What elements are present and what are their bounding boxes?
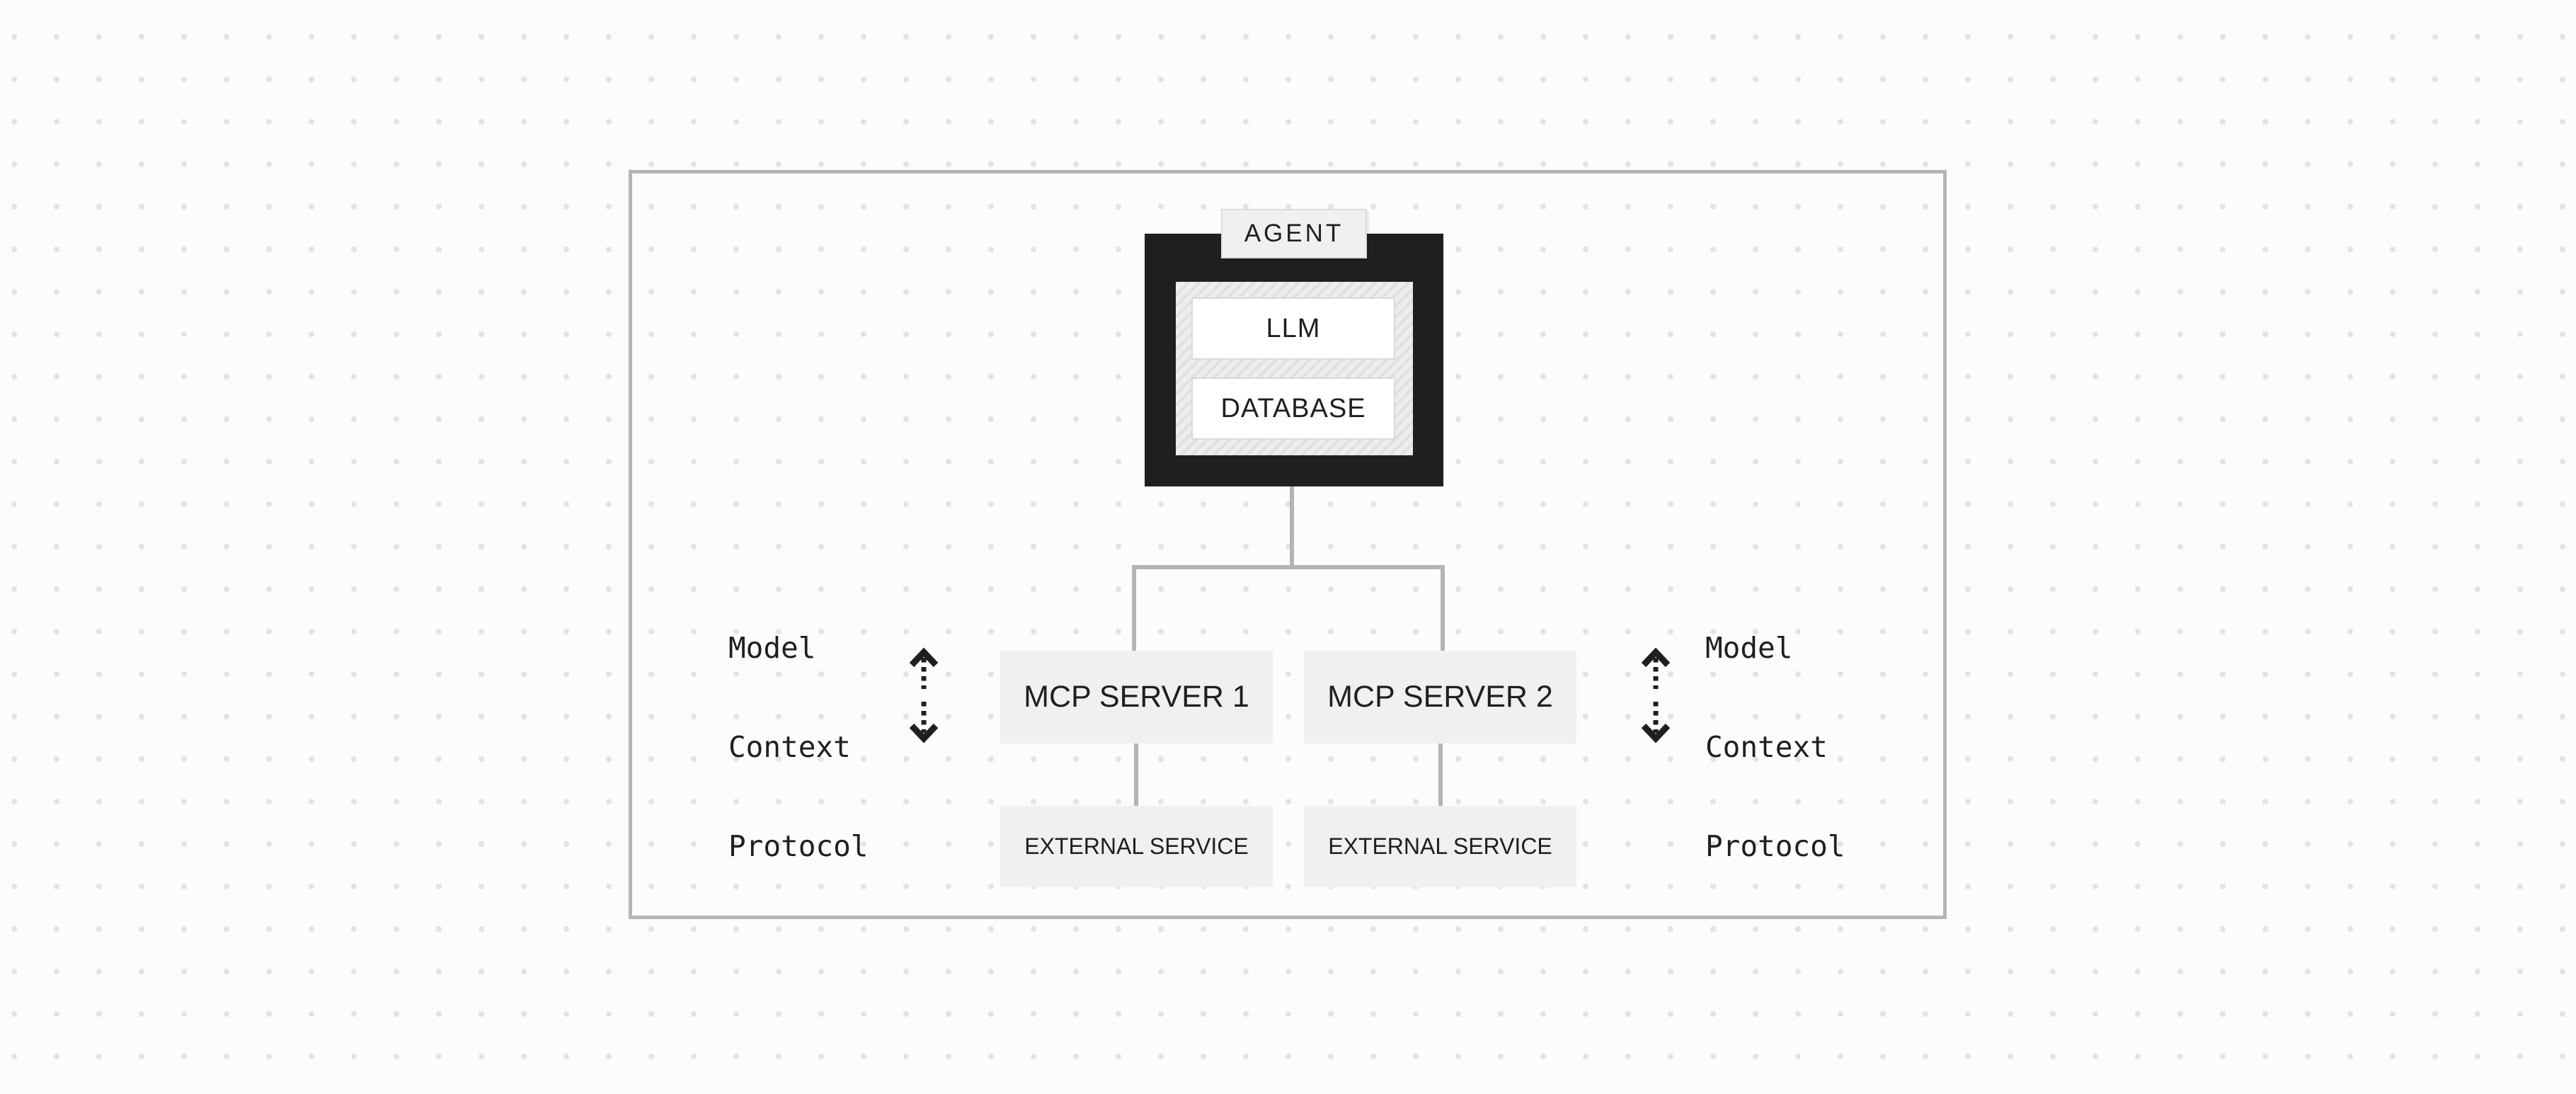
- connector-mcp1-to-service1: [1134, 743, 1138, 807]
- agent-label-tag: AGENT: [1221, 209, 1367, 258]
- mcp-server-1-label: MCP SERVER 1: [1024, 680, 1249, 714]
- mcp-server-2-label: MCP SERVER 2: [1327, 680, 1553, 714]
- protocol-left-line-3: Protocol: [728, 829, 869, 863]
- llm-node-label: LLM: [1266, 313, 1321, 343]
- external-service-1-label: EXTERNAL SERVICE: [1024, 833, 1249, 859]
- protocol-annotation-right: Model Context Protocol: [1705, 623, 1875, 871]
- protocol-right-line-1: Model: [1705, 631, 1793, 665]
- agent-label-text: AGENT: [1244, 220, 1344, 247]
- database-node-label: DATABASE: [1220, 393, 1366, 423]
- protocol-left-line-1: Model: [728, 631, 816, 665]
- diagram-frame: [629, 170, 1947, 919]
- connector-branch-to-mcp2: [1441, 565, 1445, 651]
- protocol-right-line-3: Protocol: [1705, 829, 1845, 863]
- protocol-right-line-2: Context: [1705, 730, 1828, 764]
- protocol-left-line-2: Context: [728, 730, 851, 764]
- external-service-2-label: EXTERNAL SERVICE: [1328, 833, 1552, 859]
- agent-inner-hatch-panel: LLM DATABASE: [1176, 282, 1413, 455]
- connector-agent-to-branch: [1290, 486, 1294, 567]
- agent-node: LLM DATABASE: [1145, 234, 1443, 486]
- llm-node: LLM: [1191, 297, 1395, 360]
- mcp-server-2-node: MCP SERVER 2: [1304, 651, 1576, 743]
- database-node: DATABASE: [1191, 377, 1395, 440]
- updown-arrow-icon: [1641, 647, 1671, 743]
- protocol-annotation-left: Model Context Protocol: [728, 623, 898, 871]
- connector-branch-to-mcp1: [1132, 565, 1136, 651]
- connector-branch-horizontal: [1132, 565, 1445, 569]
- external-service-1-node: EXTERNAL SERVICE: [1000, 806, 1273, 887]
- mcp-server-1-node: MCP SERVER 1: [1000, 651, 1273, 743]
- connector-mcp2-to-service2: [1438, 743, 1443, 807]
- updown-arrow-icon: [909, 647, 939, 743]
- external-service-2-node: EXTERNAL SERVICE: [1304, 806, 1576, 887]
